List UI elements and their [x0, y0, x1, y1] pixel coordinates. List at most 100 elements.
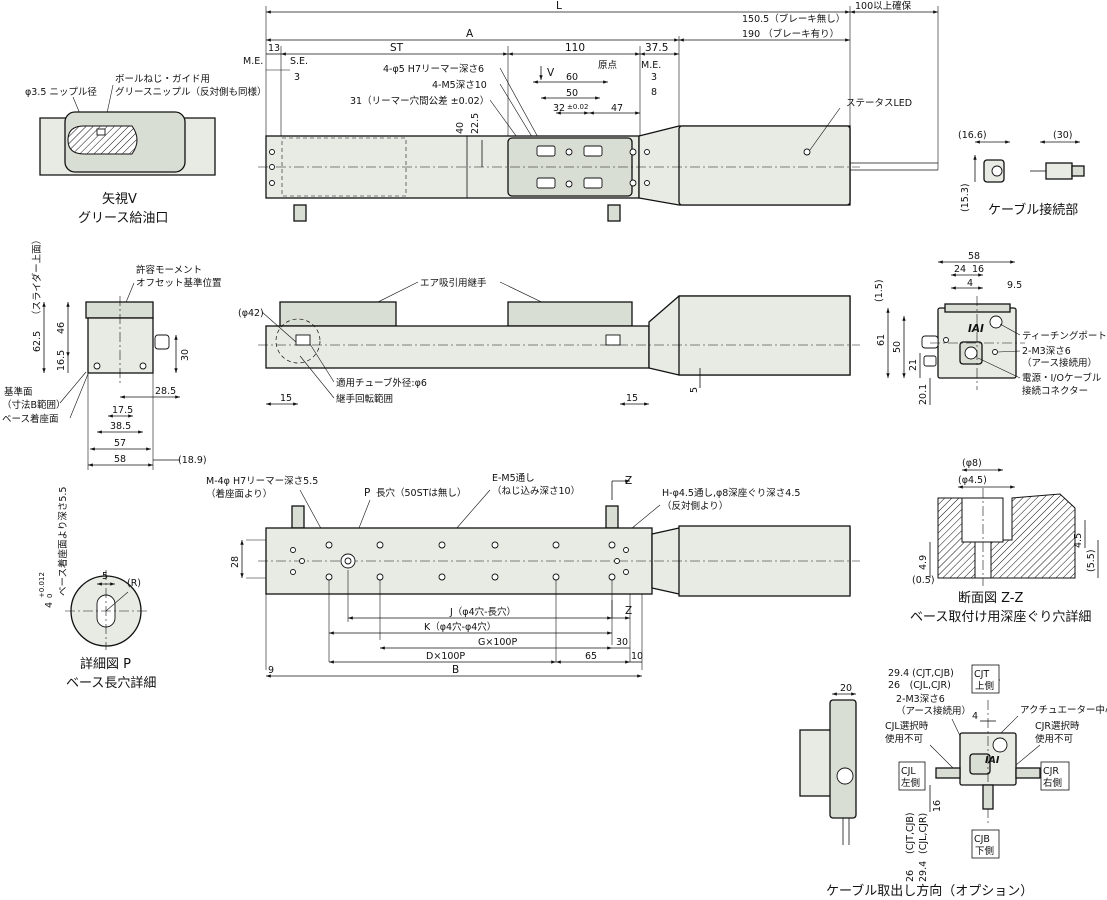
dim-15-right: 15	[626, 393, 638, 404]
dim-16-6: (16.6)	[958, 130, 987, 141]
label-view-v: 矢視V	[102, 192, 137, 207]
label-p-radius: (R)	[127, 578, 141, 589]
note-cj-26: 26 (CJL,CJR)	[888, 680, 951, 691]
note-nipple: φ3.5 ニップル径	[25, 86, 97, 98]
dim-50-right: 50	[892, 341, 903, 353]
dim-k: K（φ4穴-φ4穴）	[424, 621, 496, 633]
note-e-m5-2: （ねじ込み深さ10）	[492, 485, 580, 497]
note-cjr-sel-1: CJR選択時	[1035, 720, 1080, 732]
label-cjl-side: 左側	[901, 777, 920, 789]
note-m4-reamer-2: （着座面より）	[206, 488, 272, 500]
note-cj-29-4: 29.4 (CJT,CJB)	[888, 668, 954, 679]
dim-9-5: 9.5	[1007, 280, 1022, 291]
dim-A: A	[466, 28, 474, 40]
dim-clearance: 100以上確保	[855, 0, 912, 12]
dim-28-bottom: 28	[230, 556, 241, 568]
dim-110: 110	[565, 42, 585, 54]
dim-4-9: 4.9	[918, 555, 929, 570]
label-cjr: CJR	[1043, 766, 1059, 777]
label-cjb-side: 下側	[975, 845, 994, 857]
dim-p-hole: 4	[44, 602, 55, 608]
label-cjt: CJT	[974, 669, 989, 680]
note-datum-2: （寸法B範囲）	[2, 399, 66, 411]
label-brand-cj: IAI	[985, 755, 1000, 766]
note-tube: 適用チューブ外径:φ6	[336, 377, 427, 389]
dim-18-9: (18.9)	[178, 455, 207, 466]
note-cj-m3-1: 2-M3深さ6	[896, 694, 945, 705]
dim-p-5: 5	[102, 571, 108, 582]
dim-60: 60	[566, 72, 578, 83]
dim-16-cj: 16	[932, 800, 943, 812]
dim-brake-none: 150.5（ブレーキ無し）	[742, 13, 845, 25]
note-m4-reamer-1: M-4φ H7リーマー深さ5.5	[206, 476, 318, 487]
label-section-zz: 断面図 Z-Z	[958, 591, 1024, 606]
section-zz: (φ8) (φ4.5) 4.9 (0.5) 4.5 (5.5) 断面図 Z-Z …	[910, 458, 1099, 625]
note-cjr-sel-2: 使用不可	[1035, 733, 1073, 745]
view-v: φ3.5 ニップル径 ボールねじ・ガイド用 グリースニップル（反対側も同様） 矢…	[25, 74, 267, 226]
note-air-joint: エア吸引用継手	[420, 277, 487, 289]
dim-58-right: 58	[968, 251, 980, 262]
dim-47: 47	[611, 103, 623, 114]
right-end-view: 58 24 16 4 9.5 (1.5) IAI 61 50 21 20.1 テ…	[874, 251, 1107, 405]
label-slot-p: P	[364, 487, 370, 499]
dim-16-right: 16	[972, 264, 984, 275]
label-cjl: CJL	[901, 766, 916, 777]
dim-1-5: (1.5)	[874, 279, 885, 302]
note-m3-earth-2: （アース接続用）	[1022, 357, 1097, 369]
note-joint-rot: 継手回転範囲	[336, 393, 393, 405]
label-detail-p-sub: ベース長穴詳細	[66, 675, 156, 691]
dim-65: 65	[585, 651, 597, 662]
dim-37-5: 37.5	[645, 42, 668, 54]
label-cjt-side: 上側	[975, 680, 994, 692]
dim-5-5: (5.5)	[1086, 549, 1097, 572]
note-power-2: 接続コネクター	[1022, 385, 1088, 397]
dim-22-5: 22.5	[470, 113, 481, 134]
tol-p-upper: +0.012	[38, 572, 46, 598]
dim-21: 21	[908, 359, 919, 371]
label-slider-top: （スライダー上面）	[31, 235, 43, 320]
dim-58-left: 58	[114, 454, 126, 465]
note-moment-1: 許容モーメント	[136, 264, 202, 276]
dim-B: B	[452, 664, 459, 676]
note-datum-1: 基準面	[4, 386, 33, 398]
dim-phi4-5: (φ4.5)	[958, 475, 987, 486]
detail-p: 4 +0.012 0 ベース着座面より深さ5.5 (R) 5 詳細図 P ベース…	[38, 487, 156, 691]
note-slot: 長穴（50STは無し）	[376, 487, 466, 499]
note-power-1: 電源・I/Oケーブル	[1022, 372, 1102, 384]
dim-dp: D×100P	[426, 651, 465, 662]
dim-phi8: (φ8)	[962, 458, 982, 469]
cable-direction-option: 20 29.4 (CJT,CJB) 26 (CJL,CJR) CJT 上側 2-…	[799, 664, 1107, 899]
dim-j: J（φ4穴-長穴）	[449, 606, 516, 618]
dim-5: 5	[689, 387, 700, 393]
note-reamer-pitch: 31（リーマー穴間公差 ±0.02）	[350, 95, 489, 107]
dim-62-5: 62.5	[32, 331, 43, 352]
label-phi42: (φ42)	[238, 308, 264, 319]
dim-0-5: (0.5)	[912, 575, 935, 586]
dim-20: 20	[840, 683, 852, 694]
dim-57: 57	[114, 438, 126, 449]
tol-p-lower: 0	[46, 594, 54, 598]
note-teaching: ティーチングポート	[1022, 330, 1107, 342]
side-view: エア吸引用継手 (φ42) 適用チューブ外径:φ6 継手回転範囲 15 15 5	[238, 277, 860, 406]
dim-13: 13	[268, 43, 280, 54]
label-se: S.E.	[290, 56, 308, 67]
note-moment-2: オフセット基準位置	[136, 277, 222, 289]
note-status-led: ステータスLED	[846, 98, 912, 109]
label-cable-dir: ケーブル取出し方向（オプション）	[826, 883, 1033, 899]
note-p-depth: ベース着座面より深さ5.5	[57, 487, 69, 596]
label-me-left: M.E.	[243, 56, 263, 67]
dim-4-5-sec: 4.5	[1073, 533, 1084, 548]
dim-26-cj: 26	[905, 870, 916, 882]
dim-30p: (30)	[1053, 130, 1073, 141]
note-cj-m3-2: （アース接続用）	[896, 705, 971, 717]
note-e-m5-1: E-M5通し	[492, 473, 535, 484]
cable-connection: (16.6) (30) (15.3) ケーブル接続部	[958, 130, 1085, 218]
dim-20-1: 20.1	[918, 384, 929, 405]
dim-16-5: 16.5	[56, 350, 67, 371]
dim-L: L	[556, 0, 562, 12]
left-end-view: 許容モーメント オフセット基準位置 62.5 （スライダー上面） 46 16.5…	[2, 235, 222, 470]
note-grease-nipple-1: ボールねじ・ガイド用	[115, 74, 210, 85]
note-cj-v2: (CJL,CJR)	[918, 813, 929, 854]
dim-29-4-cj: 29.4	[918, 861, 929, 882]
